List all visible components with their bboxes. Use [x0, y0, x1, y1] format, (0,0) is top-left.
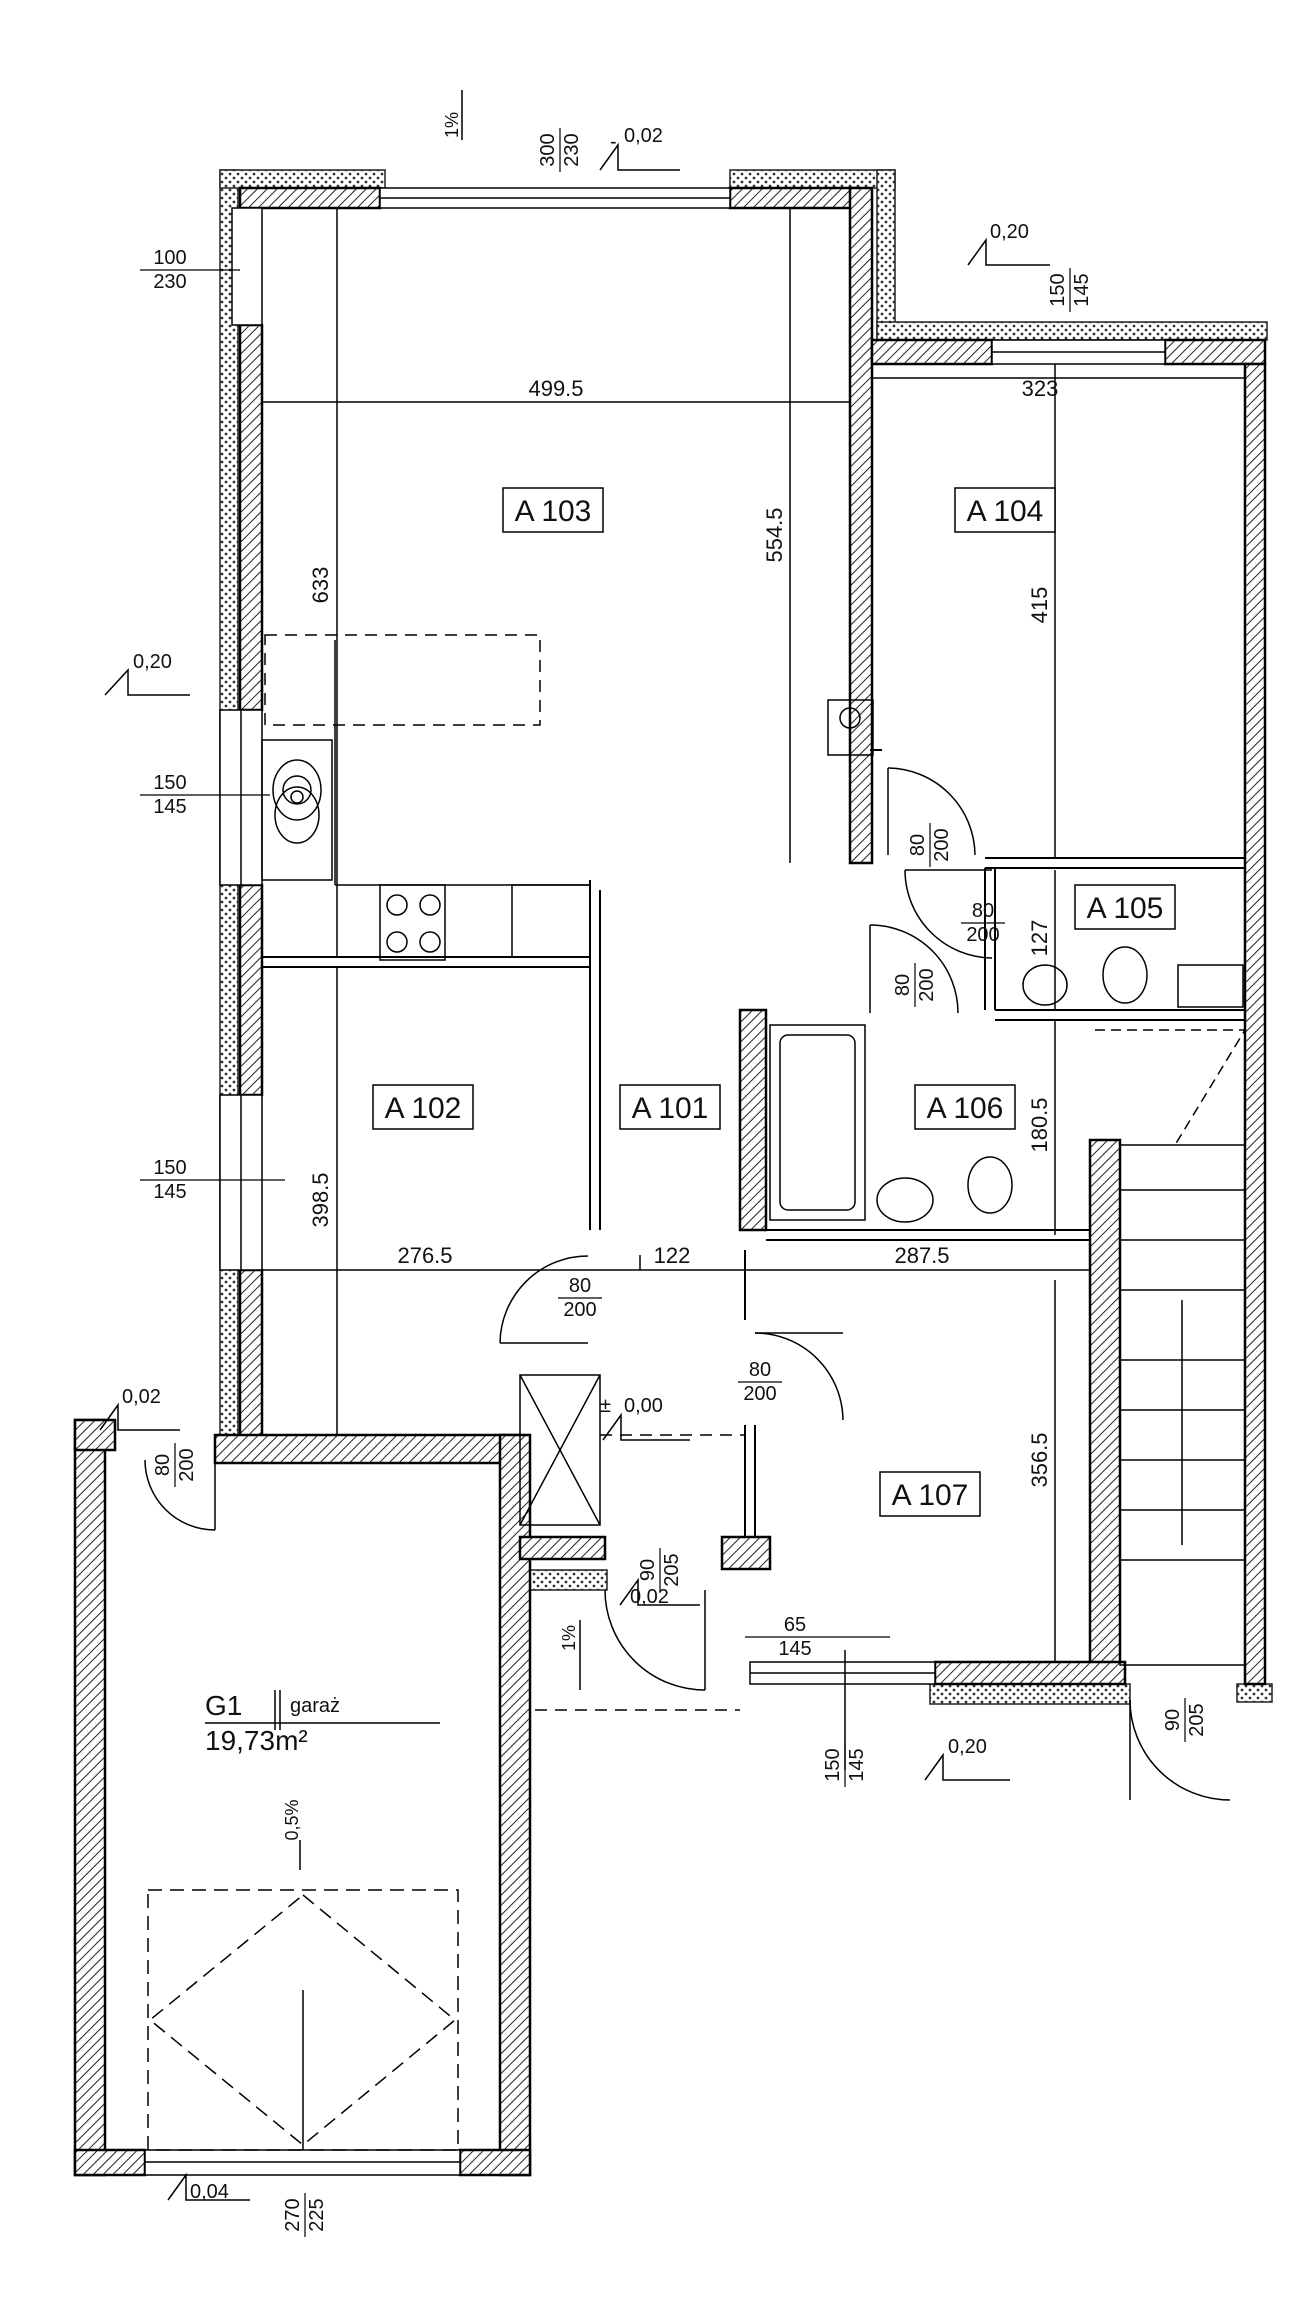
dim-287: 287.5	[894, 1243, 949, 1268]
door-a102-bottom: 200	[563, 1299, 596, 1321]
dim-323: 323	[1022, 376, 1059, 401]
door-a104-top: 80	[907, 834, 929, 856]
door-entry-bottom: 205	[1186, 1703, 1208, 1736]
gate-garage-bottom: 225	[306, 2198, 328, 2231]
opening-labels: 300 230 150 145 80 200 80 200 80 200 90 …	[140, 128, 1208, 2237]
room-label-a102: A 102	[385, 1092, 462, 1125]
door-swings	[144, 767, 1231, 1801]
win-left-low-top: 150	[153, 1157, 186, 1179]
level-minus: -	[610, 131, 617, 153]
door-a102-top: 80	[569, 1275, 591, 1297]
win-entry-top: 65	[784, 1614, 806, 1636]
door-a105-bottom: 200	[966, 924, 999, 946]
dim-499: 499.5	[528, 376, 583, 401]
door-a104-bottom: 200	[931, 828, 953, 861]
dim-554: 554.5	[762, 507, 787, 562]
win-top-right-bottom: 145	[1071, 273, 1093, 306]
win-bottom-bottom: 145	[846, 1748, 868, 1781]
door-garage-bottom: 200	[176, 1448, 198, 1481]
slope-top: 1%	[442, 112, 462, 138]
level-top: 0,02	[624, 125, 663, 147]
dim-180: 180.5	[1027, 1097, 1052, 1152]
win-top-bottom: 230	[561, 133, 583, 166]
level-entry: 0,02	[630, 1586, 669, 1608]
win-bottom-top: 150	[822, 1748, 844, 1781]
level-markers	[99, 90, 1050, 2201]
level-gate: 0,04	[190, 2181, 229, 2203]
level-floor: 0,00	[624, 1395, 663, 1417]
door-a105-top: 80	[972, 900, 994, 922]
slope-text: 1% 1% 0,5%	[282, 112, 579, 1841]
room-label-a107: A 107	[892, 1479, 969, 1512]
door-a107-top: 80	[749, 1359, 771, 1381]
win-left-top-bottom: 230	[153, 271, 186, 293]
door-entry-top: 90	[1162, 1709, 1184, 1731]
room-label-a101: A 101	[632, 1092, 709, 1125]
room-label-a105: A 105	[1087, 892, 1164, 925]
fixtures	[147, 634, 1247, 2151]
partition-walls	[262, 749, 1245, 1537]
garage-label: G1 garaż 19,73m²	[205, 1690, 340, 1756]
dim-633: 633	[308, 567, 333, 604]
level-garage-side: 0,02	[122, 1386, 161, 1408]
door-garage-front-bottom: 205	[661, 1553, 683, 1586]
level-floor-sign: ±	[600, 1395, 611, 1417]
dimension-lines	[262, 208, 1245, 1770]
garage-name: garaż	[290, 1695, 340, 1717]
garage-area: 19,73m²	[205, 1725, 308, 1756]
win-entry-bottom: 145	[778, 1638, 811, 1660]
level-bottom: 0,20	[948, 1736, 987, 1758]
dim-276: 276.5	[397, 1243, 452, 1268]
win-left-mid-top: 150	[153, 772, 186, 794]
dimension-text: 499.5 323 633 554.5 415 127 180.5 398.5 …	[308, 376, 1058, 1488]
dim-356: 356.5	[1027, 1432, 1052, 1487]
win-top-right-top: 150	[1047, 273, 1069, 306]
dim-122: 122	[654, 1243, 691, 1268]
win-left-top-top: 100	[153, 247, 186, 269]
room-label-a104: A 104	[967, 495, 1044, 528]
dim-398: 398.5	[308, 1172, 333, 1227]
door-a106-bottom: 200	[916, 968, 938, 1001]
slope-entry: 1%	[559, 1625, 579, 1651]
room-labels: A 103 A 104 A 105 A 102 A 101 A 106 A 10…	[372, 487, 1176, 1517]
dim-415: 415	[1027, 587, 1052, 624]
win-top-top: 300	[537, 133, 559, 166]
door-a107-bottom: 200	[743, 1383, 776, 1405]
win-left-low-bottom: 145	[153, 1181, 186, 1203]
structural-walls	[73, 186, 1267, 2177]
garage-code: G1	[205, 1690, 242, 1721]
gate-garage-top: 270	[282, 2198, 304, 2231]
door-a106-top: 80	[892, 974, 914, 996]
dim-127: 127	[1027, 920, 1052, 957]
win-left-mid-bottom: 145	[153, 796, 186, 818]
door-garage-front-top: 90	[637, 1559, 659, 1581]
door-garage-top: 80	[152, 1454, 174, 1476]
level-text: 0,02 0,20 0,20 0,02 ± 0,00 0,02 0,20 0,0…	[122, 125, 1029, 2203]
level-left: 0,20	[133, 651, 172, 673]
room-label-a103: A 103	[515, 495, 592, 528]
slope-garage: 0,5%	[282, 1799, 302, 1840]
level-top-right: 0,20	[990, 221, 1029, 243]
room-label-a106: A 106	[927, 1092, 1004, 1125]
windows	[144, 187, 1166, 2176]
